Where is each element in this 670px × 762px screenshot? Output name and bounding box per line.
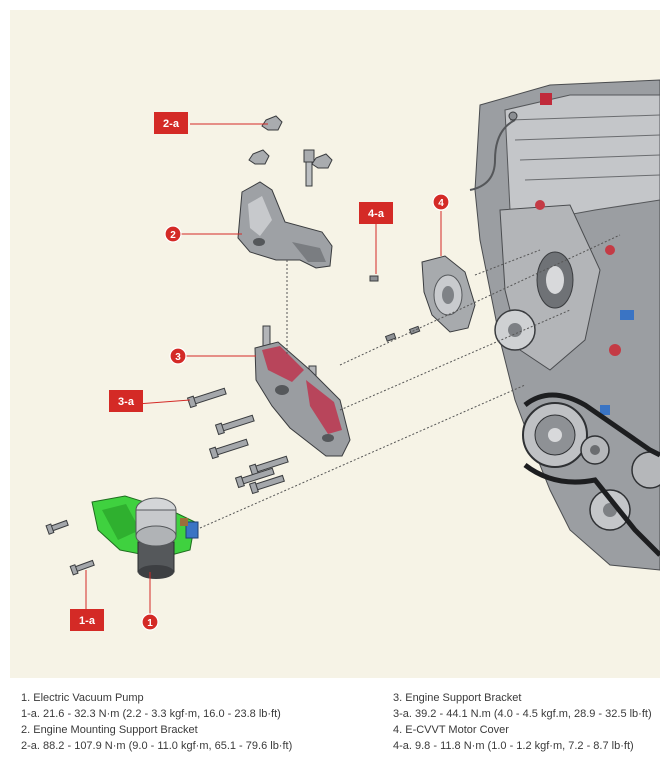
svg-text:4: 4	[438, 198, 444, 209]
callout-tag-4a: 4-a	[359, 202, 393, 224]
svg-text:3-a: 3-a	[118, 396, 135, 408]
svg-text:2-a: 2-a	[163, 118, 180, 130]
svg-text:4-a: 4-a	[368, 208, 385, 220]
bolt-fastener	[369, 275, 421, 342]
alignment-lines	[199, 234, 621, 529]
legend-torque-1a: 1-a. 21.6 - 32.3 N·m (2.2 - 3.3 kgf·m, 1…	[21, 708, 281, 720]
svg-text:1: 1	[147, 618, 153, 629]
engine-support-bracket	[254, 325, 351, 457]
legend-item-engine-support-bracket: 3. Engine Support Bracket	[393, 692, 522, 704]
legend-item-electric-vacuum-pump: 1. Electric Vacuum Pump	[21, 692, 144, 704]
callout-number-4: 4	[432, 193, 450, 211]
bolt-fastener	[248, 115, 333, 187]
svg-text:3: 3	[175, 352, 181, 363]
electric-vacuum-pump	[91, 495, 199, 579]
legend-item-engine-mounting-support-bracket: 2. Engine Mounting Support Bracket	[21, 724, 198, 736]
engine-block	[469, 79, 660, 571]
callout-number-1: 1	[141, 613, 159, 631]
bolt-fastener	[45, 519, 95, 576]
svg-text:1-a: 1-a	[79, 615, 96, 627]
legend-torque-2a: 2-a. 88.2 - 107.9 N·m (9.0 - 11.0 kgf·m,…	[21, 740, 293, 752]
bolt-fastener	[186, 387, 289, 495]
legend-column-left: 1. Electric Vacuum Pump 1-a. 21.6 - 32.3…	[21, 690, 292, 754]
exploded-parts-diagram: 2-a 4-a 3-a 1-a 2 4 3 1	[10, 10, 660, 678]
legend-torque-3a: 3-a. 39.2 - 44.1 N.m (4.0 - 4.5 kgf.m, 2…	[393, 708, 652, 720]
callout-tag-3a: 3-a	[109, 390, 143, 412]
callout-number-3: 3	[169, 347, 187, 365]
callout-number-2: 2	[164, 225, 182, 243]
leader-lines	[85, 123, 442, 614]
parts-legend: 1. Electric Vacuum Pump 1-a. 21.6 - 32.3…	[0, 690, 670, 762]
legend-column-right: 3. Engine Support Bracket 3-a. 39.2 - 44…	[393, 690, 652, 754]
svg-text:2: 2	[170, 230, 176, 241]
e-cvvt-motor-cover	[421, 255, 476, 333]
callout-tag-2a: 2-a	[154, 112, 188, 134]
drive-belt	[523, 392, 660, 557]
engine-mounting-support-bracket	[237, 181, 333, 269]
legend-torque-4a: 4-a. 9.8 - 11.8 N·m (1.0 - 1.2 kgf·m, 7.…	[393, 740, 634, 752]
callout-tag-1a: 1-a	[70, 609, 104, 631]
legend-item-e-cvvt-motor-cover: 4. E-CVVT Motor Cover	[393, 724, 509, 736]
